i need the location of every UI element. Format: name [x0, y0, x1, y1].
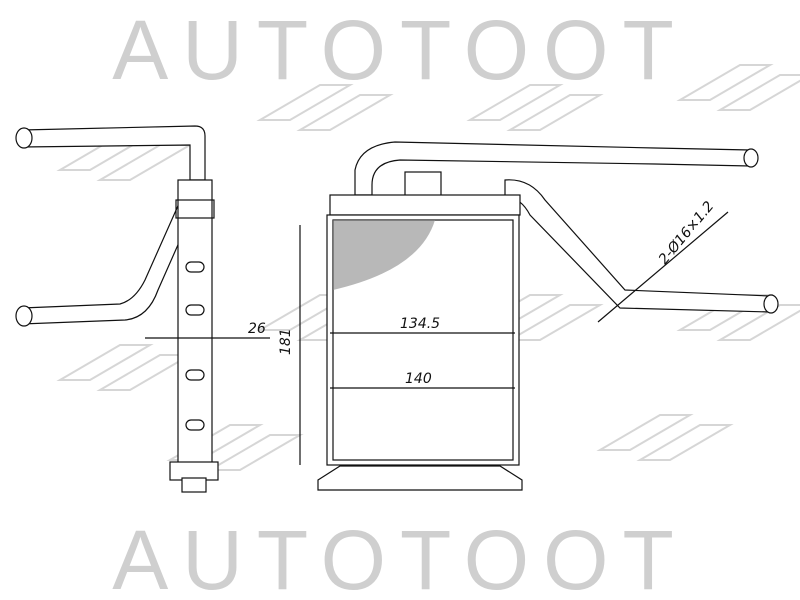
sat-logo-watermark — [466, 84, 604, 131]
dimension-overall-width: 140 — [405, 371, 432, 387]
side-slot — [185, 419, 205, 431]
sat-logo-watermark — [56, 344, 194, 391]
dimension-core-width: 134.5 — [400, 316, 440, 332]
dimension-pipes: 2-Ø16×1.2 — [656, 198, 718, 267]
watermark-top: AUTOTOOT — [112, 3, 688, 97]
front-view: 181 134.5 140 2-Ø16×1.2 — [278, 141, 779, 491]
side-slot — [185, 304, 205, 316]
side-slot — [185, 261, 205, 273]
sat-logo-watermark — [676, 64, 800, 111]
side-view: 26 — [15, 125, 270, 493]
dimension-height: 181 — [278, 328, 294, 355]
watermark-bottom: AUTOTOOT — [112, 513, 688, 600]
sat-logo-watermark — [596, 414, 734, 461]
sat-logo-watermark — [256, 84, 394, 131]
side-slot — [185, 369, 205, 381]
dimension-depth: 26 — [248, 321, 266, 337]
